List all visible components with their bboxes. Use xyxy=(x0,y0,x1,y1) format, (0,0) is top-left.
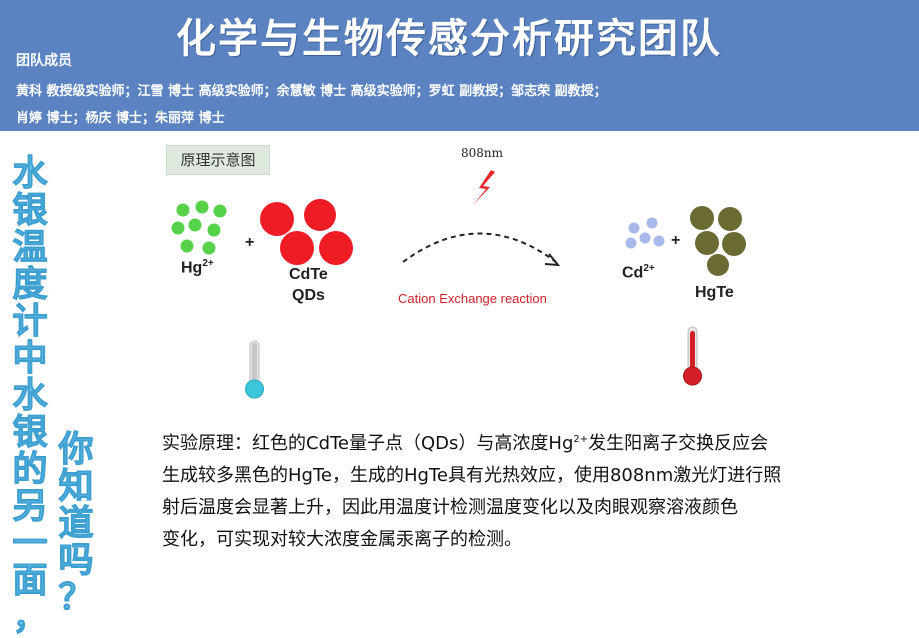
side-title-char: 的 xyxy=(12,450,48,490)
cd-dot xyxy=(639,232,651,244)
hgte-dot xyxy=(707,254,729,276)
side-title-char: 温 xyxy=(12,228,48,268)
principle-line-2: 生成较多黑色的HgTe，生成的HgTe具有光热效应，使用808nm激光灯进行照 xyxy=(162,465,782,486)
plus-sign: + xyxy=(245,234,255,251)
page-title: 化学与生物传感分析研究团队 xyxy=(176,16,722,62)
side-title-char: 道 xyxy=(58,504,94,544)
hgte-dot xyxy=(695,231,719,255)
side-title-char: 银 xyxy=(12,413,48,453)
side-title-right: 你 知 道 吗 ？ xyxy=(56,430,96,618)
side-title-char: 另 xyxy=(12,487,48,527)
reaction-diagram xyxy=(171,170,746,399)
principle-line-3: 射后温度会显著上升，因此用温度计检测温度变化以及肉眼观察溶液颜色 xyxy=(162,497,738,518)
cdte-dot xyxy=(280,231,314,265)
laser-wavelength-label: 808nm xyxy=(461,146,504,160)
cd-dot xyxy=(653,235,665,247)
members-line-1: 黄科 教授级实验师；江雪 博士 高级实验师；余慧敏 博士 高级实验师；罗虹 副教… xyxy=(16,84,607,99)
principle-line-4: 变化，可实现对较大浓度金属汞离子的检测。 xyxy=(162,529,522,550)
hot-thermometer-icon xyxy=(683,326,702,386)
side-title-char: 计 xyxy=(12,302,48,342)
principle-text: 实验原理：红色的CdTe量子点（QDs）与高浓度Hg2+发生阳离子交换反应会 生… xyxy=(162,424,874,556)
cd-dot xyxy=(646,217,658,229)
cdte-qd-dots xyxy=(260,199,353,265)
cd-ion-dots xyxy=(625,217,665,249)
cd-ion-label: Cd2+ xyxy=(622,263,655,282)
plus-sign: + xyxy=(671,232,681,249)
hg-dot xyxy=(202,241,216,255)
hg-dot xyxy=(213,204,227,218)
side-title-char: 度 xyxy=(12,265,48,305)
side-title-char: 一 xyxy=(12,524,48,564)
reaction-label: Cation Exchange reaction xyxy=(398,291,547,306)
cd-dot xyxy=(628,222,640,234)
hgte-label: HgTe xyxy=(695,284,734,301)
diagram-label: 原理示意图 xyxy=(166,145,270,175)
cdte-dot xyxy=(304,199,336,231)
hg-dot xyxy=(195,200,209,214)
hg-ion-label: Hg2+ xyxy=(181,258,214,277)
cd-dot xyxy=(625,237,637,249)
side-title-char: 面 xyxy=(12,561,48,601)
reaction-arrow xyxy=(402,232,557,263)
header-banner: 化学与生物传感分析研究团队 团队成员 黄科 教授级实验师；江雪 博士 高级实验师… xyxy=(0,0,919,131)
side-title-char: 水 xyxy=(12,376,48,416)
hg-ion-dots xyxy=(171,200,227,255)
cold-thermometer-icon xyxy=(245,340,264,399)
members-label: 团队成员 xyxy=(16,53,72,69)
hg-dot xyxy=(180,239,194,253)
qds-label: QDs xyxy=(292,287,325,304)
side-title-char: 吗 xyxy=(58,541,94,581)
laser-bolt-icon xyxy=(473,170,495,205)
side-title-char: 银 xyxy=(12,191,48,231)
hg-dot xyxy=(171,221,185,235)
side-title-char: 知 xyxy=(58,467,94,507)
cdte-label: CdTe xyxy=(289,266,328,283)
reaction-arrowhead-icon xyxy=(544,253,561,267)
side-title-char: 中 xyxy=(12,339,48,379)
hgte-dot xyxy=(690,206,714,230)
hgte-dot xyxy=(718,207,742,231)
cdte-dot xyxy=(260,202,294,236)
hg-dot xyxy=(207,223,221,237)
side-title-left: 水 银 温 度 计 中 水 银 的 另 一 面 ， xyxy=(10,154,50,638)
side-title-char: ？ xyxy=(58,578,94,618)
hgte-dots xyxy=(690,206,746,276)
hg-dot xyxy=(188,218,202,232)
hgte-dot xyxy=(722,232,746,256)
cdte-dot xyxy=(319,231,353,265)
principle-line-1: 实验原理：红色的CdTe量子点（QDs）与高浓度Hg2+发生阳离子交换反应会 xyxy=(162,433,769,454)
side-title-char: 你 xyxy=(58,430,94,470)
members-line-2: 肖婷 博士；杨庆 博士；朱丽萍 博士 xyxy=(16,111,225,126)
side-title-char: 水 xyxy=(12,154,48,194)
side-title-char: ， xyxy=(12,598,48,638)
hg-dot xyxy=(176,203,190,217)
